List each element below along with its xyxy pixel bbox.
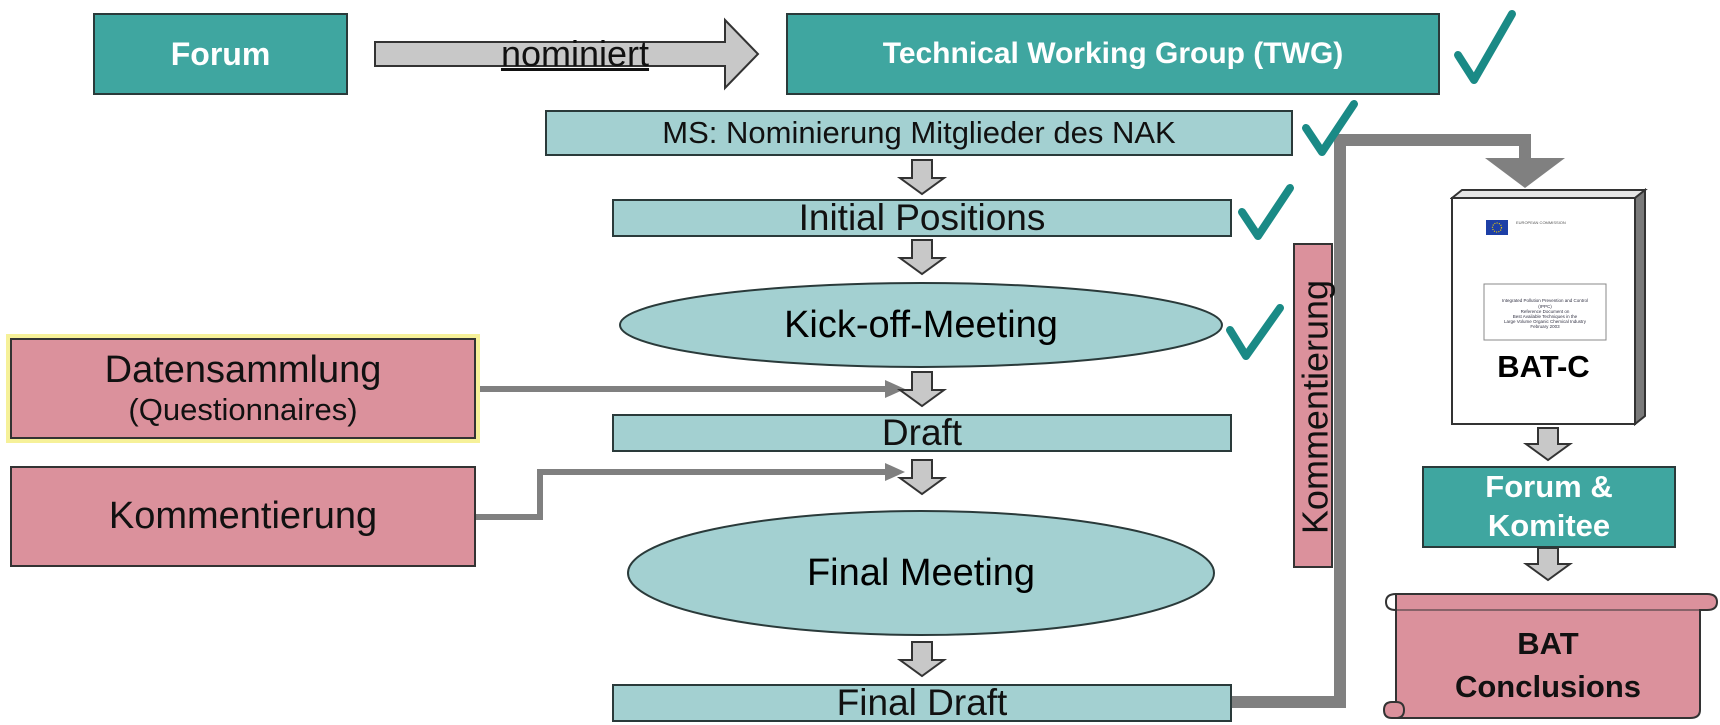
kommentierung-left-box: Kommentierung: [10, 466, 476, 567]
down-arrow-1: [896, 159, 948, 196]
doc-title-line-2: (IPPC): [1538, 303, 1552, 309]
forum-komitee-box: Forum & Komitee: [1422, 466, 1676, 548]
forum-komitee-line-1: Forum &: [1485, 469, 1613, 505]
initial-positions-box: Initial Positions: [612, 197, 1232, 238]
forum-box: Forum: [93, 13, 348, 95]
final-meeting-ellipse: [627, 510, 1215, 636]
down-arrow-6: [1522, 427, 1574, 462]
final-meeting-label-wrap: Final Meeting: [625, 508, 1217, 638]
nominiert-label: nominiert: [500, 33, 650, 74]
kommentierung-connector-head: [885, 463, 905, 481]
kickoff-label-wrap: Kick-off-Meeting: [617, 280, 1225, 370]
doc-title-frame: [1483, 283, 1607, 341]
datensammlung-box: Datensammlung (Questionnaires): [10, 338, 476, 439]
datensammlung-connector-head: [885, 380, 905, 398]
down-arrow-5: [896, 641, 948, 678]
eu-flag-icon: [1486, 220, 1508, 235]
initial-positions-label: Initial Positions: [798, 197, 1046, 238]
bat-conclusions-line-2: Conclusions: [1454, 669, 1641, 704]
bat-c-label-wrap: BAT-C: [1452, 345, 1635, 389]
kommentierung-vertical-label: Kommentierung: [1294, 279, 1336, 535]
down-arrow-7: [1522, 547, 1574, 582]
check-icon-ms: [1302, 100, 1358, 156]
bat-c-document: [1450, 188, 1648, 427]
doc-title-line-5: Large Volume Organic Chemical Industry: [1503, 319, 1587, 325]
doc-title-line-3: Reference Document on: [1520, 308, 1570, 314]
doc-title-block: Integrated Pollution Prevention and Cont…: [1484, 286, 1606, 342]
kommentierung-vertical-box: Kommentierung: [1293, 243, 1336, 570]
feedback-loop-line: [1232, 134, 1531, 708]
down-arrow-2: [896, 239, 948, 276]
datensammlung-label: Datensammlung: [104, 349, 382, 391]
bat-conclusions-scroll: [1382, 593, 1719, 719]
ms-box: MS: Nominierung Mitglieder des NAK: [545, 110, 1293, 156]
doc-title-line-6: February 2003: [1530, 324, 1560, 330]
nominiert-label-wrap: nominiert: [430, 30, 720, 78]
down-arrow-3: [896, 371, 948, 408]
final-meeting-label: Final Meeting: [806, 551, 1036, 594]
check-icon-initial: [1238, 184, 1294, 240]
twg-box: Technical Working Group (TWG): [786, 13, 1440, 95]
questionnaires-label: (Questionnaires): [128, 392, 358, 427]
final-draft-box: Final Draft: [612, 682, 1232, 723]
final-draft-label: Final Draft: [836, 682, 1008, 723]
nominiert-arrow: [374, 17, 760, 91]
draft-label: Draft: [881, 412, 963, 453]
down-arrow-4: [896, 459, 948, 496]
doc-header: EUROPEAN COMMISSION: [1516, 220, 1566, 225]
ms-label: MS: Nominierung Mitglieder des NAK: [662, 115, 1176, 150]
kommentierung-vertical-label-wrap: Kommentierung: [1294, 245, 1336, 570]
check-icon-kickoff: [1226, 304, 1284, 360]
kickoff-ellipse: [619, 282, 1223, 368]
doc-title-line-4: Best Available Techniques in the: [1512, 314, 1578, 319]
kickoff-label: Kick-off-Meeting: [784, 303, 1058, 346]
doc-title-line-1: Integrated Pollution Prevention and Cont…: [1501, 298, 1589, 304]
bat-conclusions-line-1: BAT: [1517, 625, 1579, 661]
forum-komitee-line-2: Komitee: [1487, 508, 1611, 543]
bat-c-label: BAT-C: [1497, 349, 1590, 384]
draft-box: Draft: [612, 412, 1232, 453]
kommentierung-connector: [476, 469, 885, 520]
twg-label: Technical Working Group (TWG): [882, 37, 1344, 70]
feedback-loop-arrowhead: [1485, 158, 1565, 188]
forum-label: Forum: [170, 35, 271, 72]
kommentierung-left-label: Kommentierung: [108, 495, 378, 537]
check-icon-twg: [1454, 10, 1516, 84]
bat-conclusions-label: BAT Conclusions: [1396, 615, 1700, 715]
